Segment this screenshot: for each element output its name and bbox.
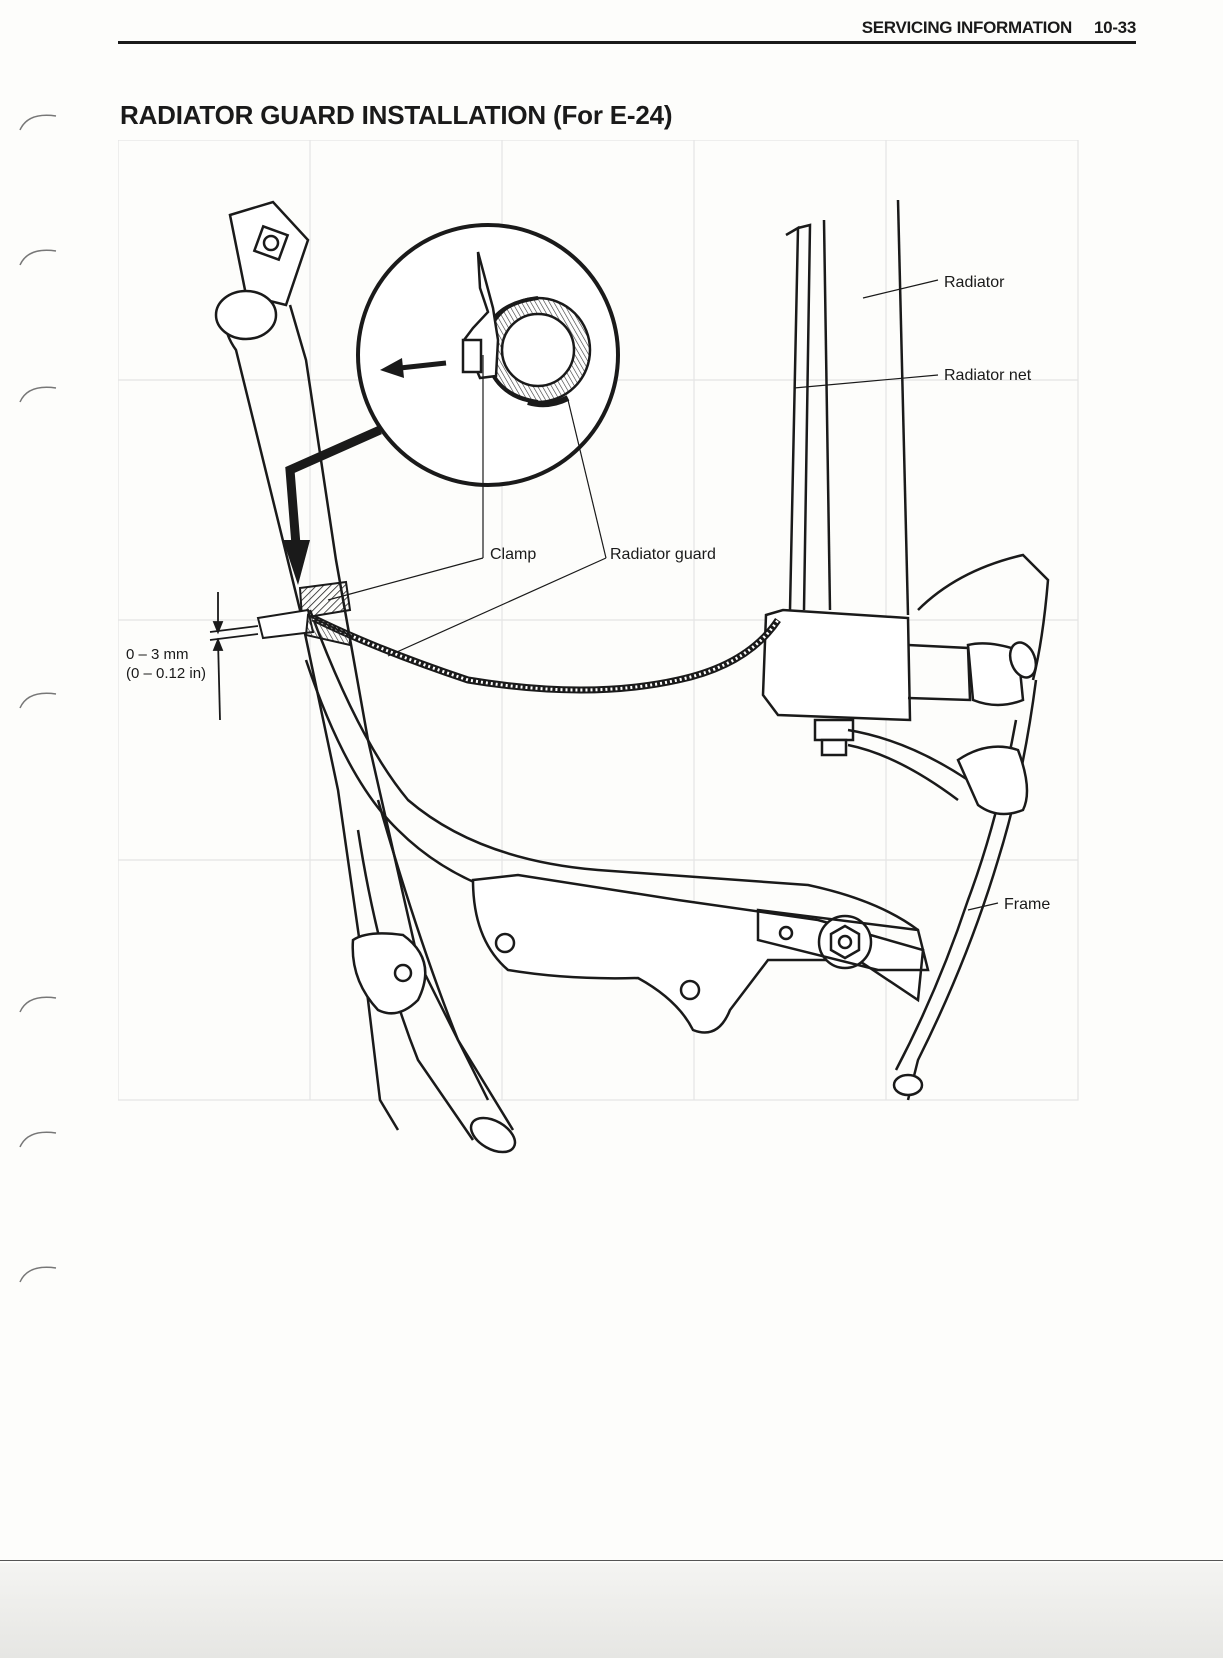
gap-dimension	[209, 592, 259, 721]
radiator-net-label: Radiator net	[944, 367, 1032, 384]
radiator-guard-wire	[311, 614, 781, 694]
right-frame-tube	[892, 553, 1050, 1101]
gap-mm-label: 0 – 3 mm	[126, 646, 189, 663]
engine-hanger-plate	[471, 873, 930, 1034]
binder-hole	[18, 992, 58, 1014]
page-bottom-shadow	[0, 1563, 1223, 1658]
binder-hole	[18, 382, 58, 404]
gap-in-label: (0 – 0.12 in)	[126, 665, 207, 682]
section-title: SERVICING INFORMATION	[861, 18, 1073, 37]
leader-lines	[327, 279, 999, 911]
clamp-label: Clamp	[490, 546, 537, 563]
clamp-on-tube	[256, 580, 352, 647]
radiator-label: Radiator	[944, 274, 1005, 291]
clamp-detail-inset	[356, 223, 620, 487]
header-text: SERVICING INFORMATION 10-33	[861, 18, 1137, 38]
radiator-guard-diagram: Radiator Radiator net Clamp Radiator gua…	[118, 140, 1138, 1200]
frame-label: Frame	[1004, 896, 1051, 913]
page-number: 10-33	[1094, 18, 1136, 37]
binder-hole	[18, 1262, 58, 1284]
binder-hole	[18, 1127, 58, 1149]
page-title: RADIATOR GUARD INSTALLATION (For E-24)	[120, 100, 673, 130]
radiator-assembly	[761, 199, 972, 802]
binder-hole	[18, 110, 58, 132]
header-rule	[118, 41, 1136, 44]
page-bottom-edge	[0, 1560, 1223, 1561]
binder-hole	[18, 688, 58, 710]
page-header: SERVICING INFORMATION 10-33	[118, 14, 1136, 44]
binder-hole	[18, 245, 58, 267]
detail-pointer-arrow	[283, 425, 382, 585]
radiator-guard-label: Radiator guard	[610, 546, 716, 563]
left-frame-tube	[214, 200, 490, 1131]
diagram-drawing	[118, 140, 1079, 1154]
